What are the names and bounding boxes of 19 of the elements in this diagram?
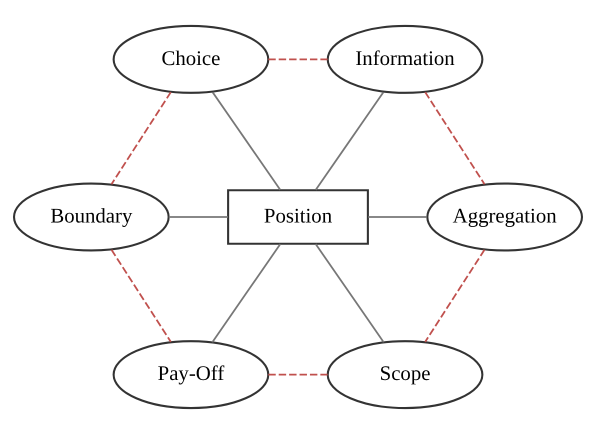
connector bbox=[315, 92, 384, 190]
connector bbox=[212, 244, 282, 343]
node-ellipse: Aggregation bbox=[426, 182, 584, 252]
connector bbox=[424, 92, 486, 185]
node-ellipse: Choice bbox=[112, 24, 270, 94]
connector bbox=[268, 58, 328, 60]
node-ellipse: Boundary bbox=[12, 182, 170, 252]
connector bbox=[212, 92, 281, 190]
node-box: Position bbox=[227, 189, 369, 245]
node-ellipse: Scope bbox=[326, 340, 484, 410]
connector bbox=[424, 249, 486, 342]
node-ellipse: Information bbox=[326, 24, 484, 94]
connector bbox=[268, 374, 328, 376]
connector bbox=[110, 92, 172, 185]
connector bbox=[110, 249, 172, 342]
connector bbox=[368, 216, 427, 218]
connector bbox=[314, 244, 384, 343]
connector bbox=[168, 216, 228, 218]
node-ellipse: Pay-Off bbox=[112, 340, 270, 410]
